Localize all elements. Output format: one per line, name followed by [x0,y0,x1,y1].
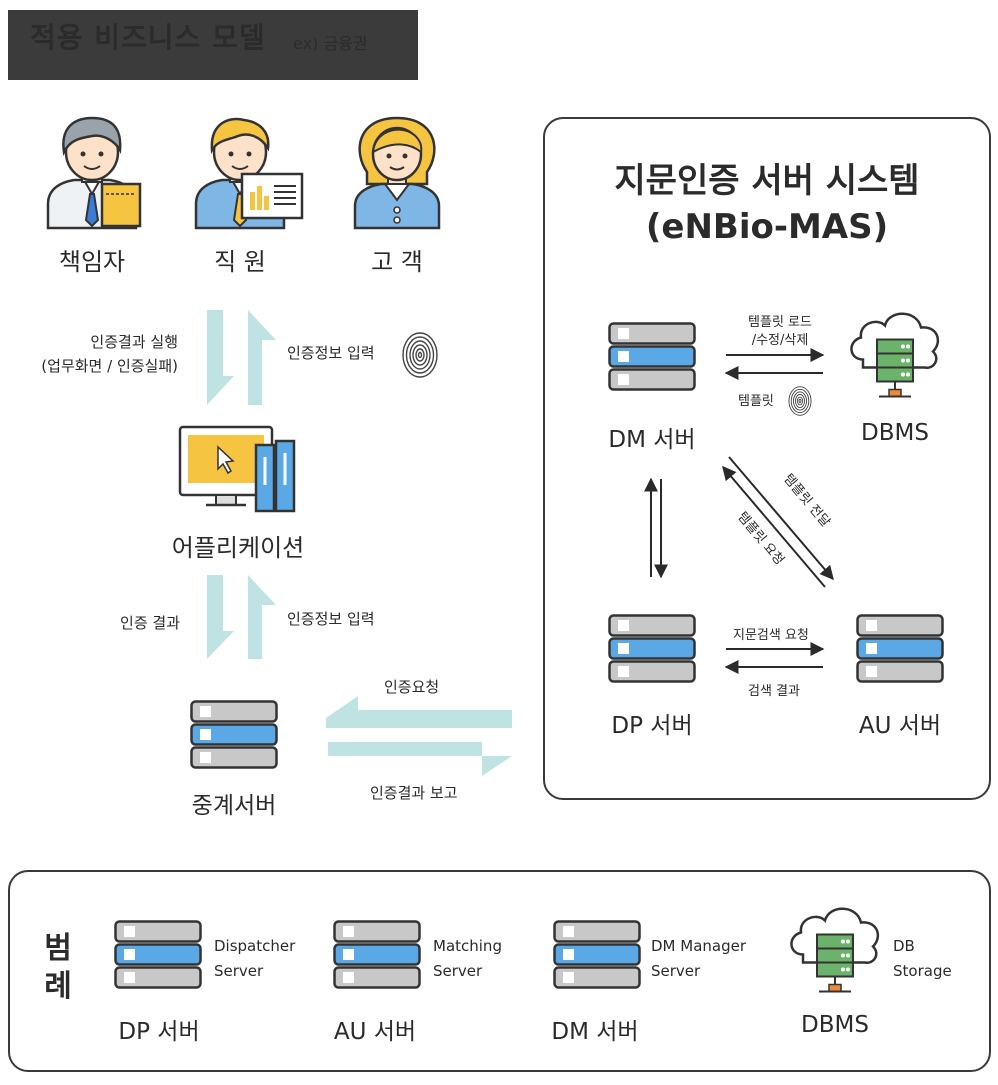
legend-dp-server-icon [114,920,202,990]
flow-label-result-exec: 인증결과 실행 (업무화면 / 인증실패) [41,333,178,375]
manager-icon [46,116,142,230]
legend-dm-server-desc: DM Manager Server [651,937,747,980]
down-arrow-mid [207,575,234,659]
dp-server-label: DP 서버 [611,713,693,739]
fingerprint-icon [400,330,440,380]
left-arrow-request [326,696,512,728]
legend-dp-server-name: DP 서버 [118,1019,200,1045]
down-arrow-top [207,310,234,405]
application-label: 어플리케이션 [171,534,305,562]
legend-dm-server-icon [553,920,641,990]
customer-icon [353,116,441,230]
label-template-load: 템플릿 로드 /수정/삭제 [748,315,812,348]
system-title: 지문인증 서버 시스템 (eNBio-MAS) [614,161,920,247]
flow-arrows-mid [207,575,276,659]
legend-box [8,870,991,1072]
up-arrow-top [248,310,276,405]
relay-server-icon [190,700,278,770]
flow-arrows-top [207,310,276,405]
relay-server-label: 중계서버 [191,793,277,819]
legend-au-server-desc: Matching Server [433,937,502,980]
dbms-label: DBMS [861,420,929,446]
up-arrow-mid [248,575,276,659]
arrow-au-to-dm [722,465,826,588]
flow-label-request: 인증요청 [384,678,440,696]
flow-label-auth-result: 인증 결과 [120,614,180,632]
employee-label: 직 원 [214,248,266,276]
legend-dbms-desc: DB Storage [893,937,952,980]
fingerprint-icon [787,384,813,418]
page-subtitle: ex) 금융권 [293,34,368,53]
right-arrow-report [328,742,512,776]
label-fp-search-request: 지문검색 요청 [733,628,809,643]
legend-au-server-icon [333,920,421,990]
legend-au-server-name: AU 서버 [333,1019,417,1045]
dm-server-label: DM 서버 [608,427,696,453]
legend-dp-server-desc: Dispatcher Server [214,937,296,980]
flow-label-auth-input-mid: 인증정보 입력 [287,610,375,628]
legend-dbms-icon [785,900,885,1005]
page-title: 적용 비즈니스 모델 [30,21,266,54]
legend-dm-server-name: DM 서버 [551,1019,639,1045]
au-server-label: AU 서버 [858,713,942,739]
legend-dbms-name: DBMS [801,1012,869,1038]
flow-label-auth-input-top: 인증정보 입력 [287,344,375,362]
system-arrows [644,348,834,674]
arrow-dm-to-au [728,456,834,581]
system-box [543,117,991,800]
label-template: 템플릿 [738,394,774,409]
manager-label: 책임자 [58,248,126,276]
legend-title: 범 례 [44,931,72,1004]
application-icon [178,425,296,513]
flow-label-report: 인증결과 보고 [370,784,458,802]
label-search-result: 검색 결과 [748,684,800,699]
employee-icon [194,117,304,230]
flow-arrows-horizontal [326,696,512,776]
customer-label: 고 객 [371,248,423,276]
title-bar [8,10,418,80]
